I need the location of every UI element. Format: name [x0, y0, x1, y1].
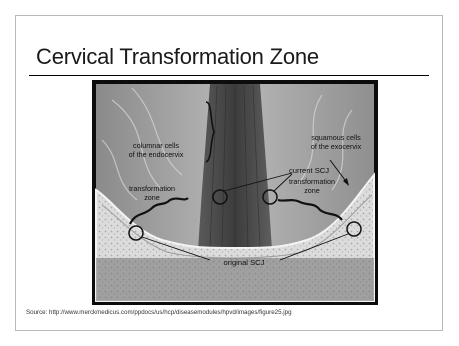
label-tz-left-1: transformation	[129, 184, 175, 193]
cervix-illustration: columnar cells of the endocervix squamou…	[92, 80, 378, 305]
label-squamous-2: of the exocervix	[311, 142, 362, 151]
label-tz-right-2: zone	[304, 186, 320, 195]
source-citation: Source: http://www.merckmedicus.com/ppdo…	[26, 309, 292, 316]
label-current-scj: current SCJ	[289, 166, 329, 175]
label-columnar-2: of the endocervix	[129, 150, 184, 159]
title-underline	[29, 75, 429, 76]
slide-title: Cervical Transformation Zone	[36, 44, 319, 70]
label-columnar-1: columnar cells	[133, 141, 179, 150]
label-squamous-1: squamous cells	[311, 133, 361, 142]
label-tz-left-2: zone	[144, 193, 160, 202]
label-tz-right-1: transformation	[289, 177, 335, 186]
label-original-scj: original SCJ	[224, 258, 265, 267]
